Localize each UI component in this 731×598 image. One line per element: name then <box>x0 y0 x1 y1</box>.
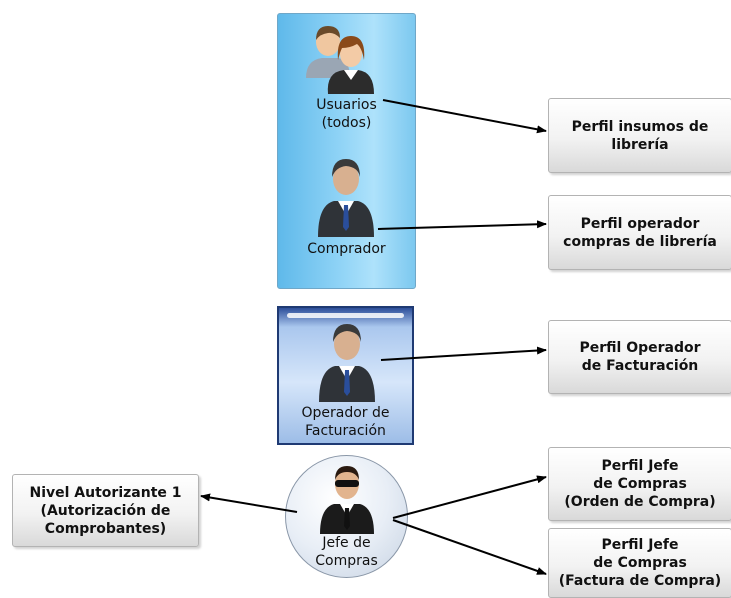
profile-nivel-autorizante: Nivel Autorizante 1 (Autorización de Com… <box>12 474 199 547</box>
profile-insumos-libreria: Perfil insumos de librería <box>548 98 731 173</box>
profile-operador-compras: Perfil operador compras de librería <box>548 195 731 270</box>
buyer-icon <box>318 159 374 237</box>
role-label-usuarios: Usuarios (todos) <box>316 97 377 131</box>
boss-circle: Jefe de Compras <box>285 455 408 578</box>
users-icon <box>306 26 374 94</box>
arrow-jefe-to-orden <box>392 475 547 519</box>
role-label-jefe: Jefe de Compras <box>315 535 378 569</box>
operator-icon <box>319 324 375 402</box>
boss-icon <box>320 466 374 534</box>
profile-jefe-factura-compra: Perfil Jefe de Compras (Factura de Compr… <box>548 528 731 598</box>
users-buyer-panel: Usuarios (todos) Comprador <box>277 13 416 289</box>
arrow-jefe-to-nivel-autorizante <box>200 493 298 513</box>
profile-operador-facturacion: Perfil Operador de Facturación <box>548 320 731 394</box>
profile-jefe-orden-compra: Perfil Jefe de Compras (Orden de Compra) <box>548 447 731 521</box>
operator-panel: Operador de Facturación <box>277 306 414 445</box>
role-label-operador: Operador de Facturación <box>301 405 390 439</box>
role-label-comprador: Comprador <box>307 241 386 257</box>
panel-highlight <box>287 313 404 318</box>
arrow-jefe-to-factura <box>392 519 547 575</box>
